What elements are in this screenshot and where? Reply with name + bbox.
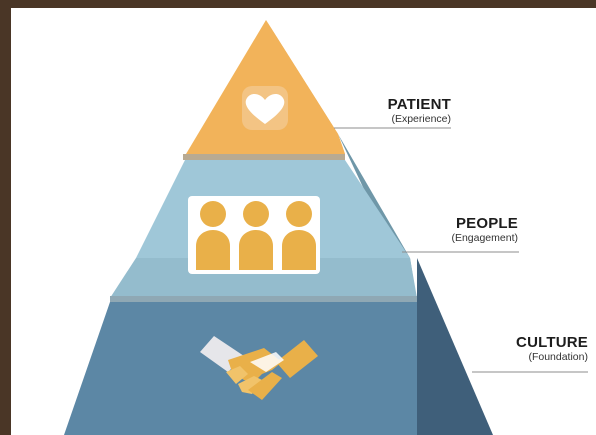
leader-lines — [334, 127, 588, 373]
culture-label: CULTURE (Foundation) — [516, 334, 588, 364]
handshake-icon — [200, 336, 318, 400]
people-label: PEOPLE (Engagement) — [451, 215, 518, 245]
people-group-icon — [188, 196, 320, 274]
culture-subtitle: (Foundation) — [528, 351, 588, 363]
patient-label: PATIENT (Experience) — [388, 96, 451, 126]
people-tier-bottom-edge — [110, 296, 417, 302]
people-title: PEOPLE — [455, 215, 518, 232]
patient-title: PATIENT — [387, 96, 451, 113]
heart-icon — [242, 86, 288, 130]
culture-title: CULTURE — [516, 334, 588, 351]
patient-subtitle: (Experience) — [391, 113, 451, 125]
culture-tier-side — [417, 258, 493, 435]
patient-tier-bottom-edge — [183, 154, 345, 160]
people-subtitle: (Engagement) — [451, 232, 518, 244]
people-tier-lower-face — [110, 258, 417, 298]
